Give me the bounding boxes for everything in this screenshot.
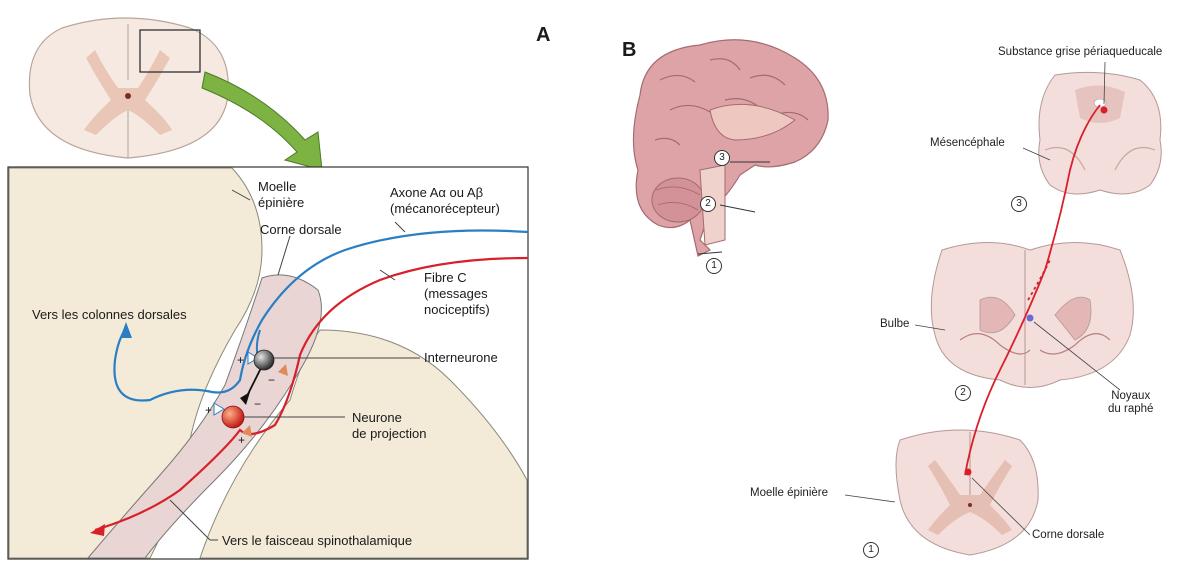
medulla-section xyxy=(931,243,1133,388)
label-substance-grise: Substance grise périaqueducale xyxy=(998,46,1162,59)
section-number-1: 1 xyxy=(863,542,879,558)
panel-a: A Moelle épinière Corne dorsale Axone Aα… xyxy=(0,0,560,563)
label-bulbe: Bulbe xyxy=(880,318,909,331)
sign-minus-projection: − xyxy=(254,396,261,412)
zoom-arrow xyxy=(202,72,322,170)
interneuron-body xyxy=(254,350,274,370)
leader-moelle-epiniere xyxy=(845,495,895,502)
label-moelle-epiniere-b: Moelle épinière xyxy=(750,487,828,500)
sign-plus-projection-blue: + xyxy=(205,402,212,418)
mesencephalon-section xyxy=(1039,72,1162,194)
sign-plus-interneuron: + xyxy=(237,352,244,368)
brain-number-1: 1 xyxy=(706,258,722,274)
label-vers-faisceau: Vers le faisceau spinothalamique xyxy=(222,533,412,549)
panel-letter-b: B xyxy=(622,42,636,58)
brain-illustration xyxy=(633,40,828,256)
label-fibre-c: Fibre C (messages nociceptifs) xyxy=(424,270,490,318)
sign-minus-interneuron: − xyxy=(268,372,275,388)
section-number-3: 3 xyxy=(1011,196,1027,212)
label-axone: Axone Aα ou Aβ (mécanorécepteur) xyxy=(390,185,500,217)
spinal-cord-section-small xyxy=(29,18,228,158)
panel-letter-a: A xyxy=(536,27,550,43)
dorsal-horn-neuron xyxy=(965,469,972,476)
panel-b: B 3 2 1 3 2 1 Substance grise périaquedu… xyxy=(560,0,1198,563)
label-neurone-projection: Neurone de projection xyxy=(352,410,426,442)
label-vers-colonnes: Vers les colonnes dorsales xyxy=(32,307,187,323)
pag-neuron xyxy=(1101,107,1108,114)
label-noyaux-raphe: Noyaux du raphé xyxy=(1108,390,1153,416)
panel-b-drawing xyxy=(560,0,1198,563)
label-interneurone: Interneurone xyxy=(424,350,498,366)
raphe-neuron xyxy=(1027,315,1034,322)
projection-neuron-body xyxy=(222,406,244,428)
section-number-2: 2 xyxy=(955,385,971,401)
label-corne-dorsale: Corne dorsale xyxy=(260,222,342,238)
label-mesencephale: Mésencéphale xyxy=(930,137,1005,150)
brain-number-2: 2 xyxy=(700,196,716,212)
spinal-cord-section xyxy=(896,430,1038,555)
label-moelle-epiniere: Moelle épinière xyxy=(258,179,338,211)
brain-number-3: 3 xyxy=(714,150,730,166)
label-corne-dorsale-b: Corne dorsale xyxy=(1032,529,1104,542)
sign-plus-projection-red: + xyxy=(238,432,245,448)
